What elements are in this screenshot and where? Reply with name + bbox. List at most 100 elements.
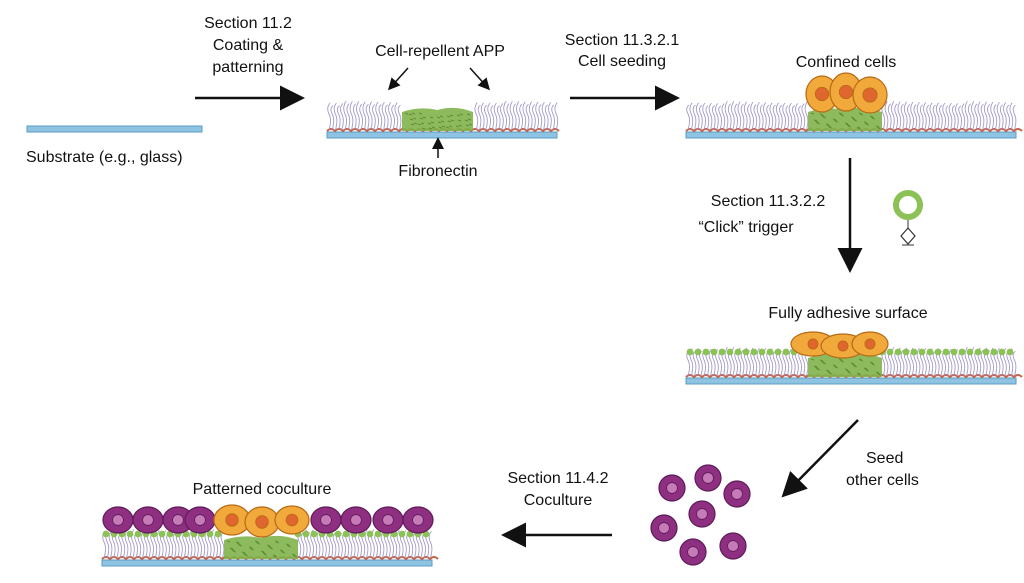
other-cells-cluster: [650, 464, 751, 566]
purple-cell-nucleus: [658, 522, 670, 534]
purple-cell-nucleus: [320, 514, 332, 526]
repellent-pointer-left: [387, 67, 409, 91]
orange-cell-nucleus: [864, 338, 876, 350]
purple-cell-nucleus: [112, 514, 124, 526]
bead: [366, 530, 374, 538]
confined-cells-group: [805, 72, 888, 114]
coculture-step-label: Coculture: [524, 492, 593, 509]
substrate-layer: [685, 131, 1017, 139]
confined-cells-surface: [685, 100, 1023, 139]
fibronectin-patch: [224, 535, 298, 559]
bead: [102, 530, 110, 538]
orange-cell-nucleus: [285, 513, 299, 527]
coating-line1-label: Coating &: [213, 37, 284, 54]
bead: [910, 348, 918, 356]
bare-substrate: [26, 125, 203, 133]
orange-cell-nucleus: [862, 87, 878, 103]
click-section-label: Section 11.3.2.2: [711, 193, 826, 210]
bead: [950, 348, 958, 356]
orange-cell-nucleus: [225, 513, 239, 527]
bead: [886, 348, 894, 356]
repellent-label: Cell-repellent APP: [375, 43, 505, 60]
bead: [958, 348, 966, 356]
bead: [214, 530, 222, 538]
bead: [694, 348, 702, 356]
coculture-cells-group: [102, 504, 434, 538]
bead: [966, 348, 974, 356]
bead: [990, 348, 998, 356]
polymer-brush: [102, 528, 433, 559]
bead: [934, 348, 942, 356]
bead: [726, 348, 734, 356]
purple-cell-nucleus: [412, 514, 424, 526]
bead: [982, 348, 990, 356]
purple-cell-nucleus: [702, 472, 714, 484]
purple-cell-nucleus: [142, 514, 154, 526]
substrate-layer: [685, 377, 1017, 385]
bead: [334, 530, 342, 538]
polymer-brush: [686, 100, 1017, 131]
substrate-label: Substrate (e.g., glass): [26, 149, 183, 166]
seeding-label: Cell seeding: [578, 53, 666, 70]
fibronectin-label: Fibronectin: [398, 163, 477, 180]
bead: [710, 348, 718, 356]
bead: [998, 348, 1006, 356]
orange-cell-nucleus: [837, 340, 849, 352]
fibronectin-texture: [404, 112, 473, 130]
substrate-bar: [26, 125, 203, 133]
coculture-section-label: Section 11.4.2: [507, 470, 608, 487]
coating-section-label: Section 11.2: [204, 15, 292, 32]
bead: [894, 348, 902, 356]
substrate-layer: [326, 131, 558, 139]
substrate-layer: [101, 559, 433, 567]
adhesive-label: Fully adhesive surface: [768, 305, 927, 322]
bead: [1006, 348, 1014, 356]
orange-cell-nucleus: [807, 338, 819, 350]
bead: [942, 348, 950, 356]
bead: [974, 348, 982, 356]
purple-cell-nucleus: [350, 514, 362, 526]
bead: [718, 348, 726, 356]
bead: [310, 530, 318, 538]
purple-cell-nucleus: [731, 488, 743, 500]
adhesive-surface: [685, 346, 1023, 385]
purple-cell-nucleus: [727, 540, 739, 552]
coculture-label: Patterned coculture: [193, 481, 332, 498]
purple-cell-nucleus: [687, 546, 699, 558]
purple-cell-nucleus: [194, 514, 206, 526]
repellent-pointer-right: [469, 67, 491, 91]
coating-line2-label: patterning: [212, 59, 283, 76]
bead: [742, 348, 750, 356]
fibronectin-texture: [226, 540, 298, 558]
bead: [398, 530, 406, 538]
bead: [734, 348, 742, 356]
bead: [686, 348, 694, 356]
click-label: “Click” trigger: [698, 219, 794, 236]
seed-line2-label: other cells: [846, 472, 919, 489]
bead: [702, 348, 710, 356]
bead: [374, 530, 382, 538]
purple-cell-nucleus: [172, 514, 184, 526]
polymer-brush: [686, 346, 1017, 377]
fibronectin-patch: [808, 353, 882, 377]
seeding-section-label: Section 11.3.2.1: [565, 32, 680, 49]
orange-cell-nucleus: [838, 84, 854, 100]
seed-line1-label: Seed: [866, 450, 903, 467]
patterned-surface: [326, 100, 560, 139]
purple-cell-nucleus: [382, 514, 394, 526]
purple-cell-nucleus: [696, 508, 708, 520]
bead: [158, 530, 166, 538]
adhesive-cells-group: [790, 331, 889, 359]
bead: [918, 348, 926, 356]
bead: [766, 348, 774, 356]
bead: [342, 530, 350, 538]
bead: [758, 348, 766, 356]
orange-cell-nucleus: [255, 515, 269, 529]
polymer-brush: [327, 100, 559, 131]
bead: [126, 530, 134, 538]
bead: [926, 348, 934, 356]
fibronectin-texture: [810, 358, 882, 376]
click-trigger-icon: [893, 190, 923, 246]
fibronectin-texture: [810, 112, 882, 130]
